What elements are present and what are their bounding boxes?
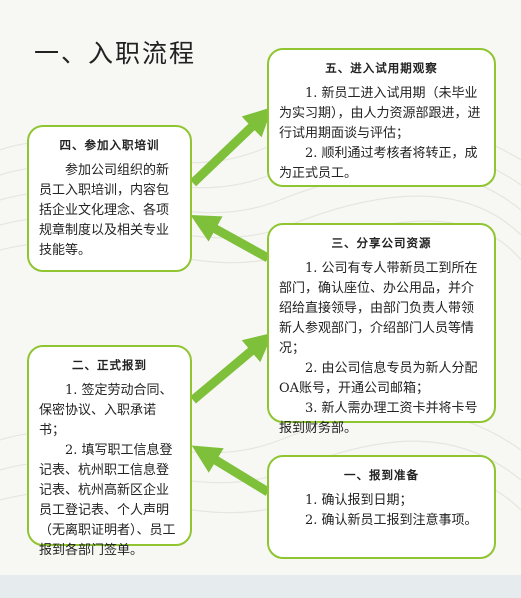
step1-line: 2. 确认新员工报到注意事项。 <box>305 513 478 528</box>
step1-title: 一、报到准备 <box>344 468 419 482</box>
step3-line: 1. 公司有专人带新员工到所在部门，确认座位、办公用品，并介绍给直接领导，由部门… <box>279 261 478 356</box>
step5-line: 1. 新员工进入试用期（未毕业为实习期），由人力资源部跟进，进行试用期面谈与评估… <box>279 86 481 141</box>
step3-line: 3. 新人需办理工资卡并将卡号报到财务部。 <box>279 401 478 436</box>
step5-line: 2. 顺利通过考核者将转正，成为正式员工。 <box>279 146 478 181</box>
step2-line: 1. 签定劳动合同、保密协议、入职承诺书； <box>39 383 173 438</box>
arrow-step2-to-step3 <box>190 332 274 404</box>
page-title: 一、入职流程 <box>34 39 197 68</box>
step4-line: 参加公司组织的新员工入职培训，内容包括企业文化理念、各项规章制度以及相关专业技能… <box>39 163 170 258</box>
step5-content: 1. 新员工进入试用期（未毕业为实习期），由人力资源部跟进，进行试用期面谈与评估… <box>279 84 484 184</box>
step4-box: 四、参加入职培训 参加公司组织的新员工入职培训，内容包括企业文化理念、各项规章制… <box>27 125 192 272</box>
step2-content: 1. 签定劳动合同、保密协议、入职承诺书； 2. 填写职工信息登记表、杭州职工信… <box>39 381 180 561</box>
step3-title: 三、分享公司资源 <box>331 236 432 250</box>
step5-box: 五、进入试用期观察 1. 新员工进入试用期（未毕业为实习期），由人力资源部跟进，… <box>267 48 496 187</box>
step1-content: 1. 确认报到日期； 2. 确认新员工报到注意事项。 <box>279 491 484 531</box>
step3-content: 1. 公司有专人带新员工到所在部门，确认座位、办公用品，并介绍给直接领导，由部门… <box>279 259 484 439</box>
arrow-step3-to-step4 <box>190 215 271 262</box>
step1-box: 一、报到准备 1. 确认报到日期； 2. 确认新员工报到注意事项。 <box>267 455 496 559</box>
step2-line: 2. 填写职工信息登记表、杭州职工信息登记表、杭州高新区企业员工登记表、个人声明… <box>39 443 176 558</box>
step4-title: 四、参加入职培训 <box>59 138 160 152</box>
step2-box: 二、正式报到 1. 签定劳动合同、保密协议、入职承诺书； 2. 填写职工信息登记… <box>27 345 192 558</box>
step4-content: 参加公司组织的新员工入职培训，内容包括企业文化理念、各项规章制度以及相关专业技能… <box>39 161 180 261</box>
step1-line: 1. 确认报到日期； <box>305 493 413 508</box>
step3-box: 三、分享公司资源 1. 公司有专人带新员工到所在部门，确认座位、办公用品，并介绍… <box>267 223 496 436</box>
step5-title: 五、进入试用期观察 <box>325 61 438 75</box>
step2-title: 二、正式报到 <box>72 358 147 372</box>
arrow-step4-to-step5 <box>189 107 273 187</box>
step3-line: 2. 由公司信息专员为新人分配OA账号，开通公司邮箱； <box>279 361 478 396</box>
arrow-step1-to-step2 <box>191 445 271 496</box>
